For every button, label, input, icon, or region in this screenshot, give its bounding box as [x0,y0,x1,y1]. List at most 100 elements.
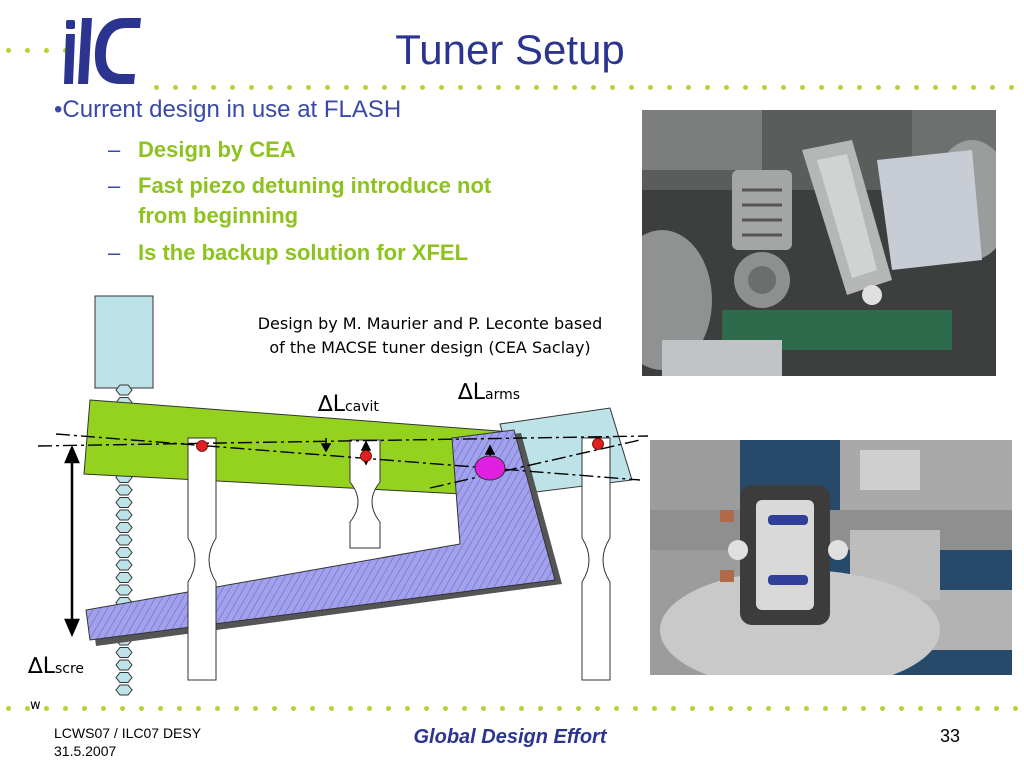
sub-bullet-text: Fast piezo detuning introduce not [138,173,492,198]
header-dotted-line [148,85,1024,93]
footer-organization: Global Design Effort [413,726,607,748]
dot [500,706,505,711]
dot [876,85,881,90]
dot [861,706,866,711]
tuner-cad-render-icon [650,440,1012,675]
dot [838,85,843,90]
screw-thread-segment [115,559,133,571]
dot [956,706,961,711]
dot [671,706,676,711]
dot [933,85,938,90]
dot [686,85,691,90]
screw-thread-segment [115,534,133,546]
dot [215,706,220,711]
left-flex-hinge [187,437,217,681]
screw-thread-segment [115,547,133,558]
green-lever [83,399,513,497]
dot [101,706,106,711]
dot [804,706,809,711]
dot [401,85,406,90]
screw-thread-segment [115,659,133,671]
dash-marker: – [108,240,121,265]
delta-l-cavity-label: ∆Lcavit [318,392,379,417]
dot [230,85,235,90]
screw-thread-segment [115,384,133,396]
dot [329,706,334,711]
dot [914,85,919,90]
top-dotted-line [0,48,70,56]
dot [952,85,957,90]
dot [994,706,999,711]
screw-thread-segment [115,497,133,508]
dot [462,706,467,711]
dot [154,85,159,90]
dot [899,706,904,711]
dot [690,706,695,711]
dot [44,706,49,711]
screw-thread-segment [115,509,133,521]
bullet-main: •Current design in use at FLASH [54,96,402,123]
dot [591,85,596,90]
dot [648,85,653,90]
dot [1013,706,1018,711]
footer-conference: LCWS07 / ILC07 DESY 31.5.2007 [54,724,201,760]
dot [211,85,216,90]
dot [895,85,900,90]
dot [25,48,30,53]
dot [971,85,976,90]
dot [800,85,805,90]
dot [25,706,30,711]
dot [496,85,501,90]
sub-bullet-text: Design by CEA [138,137,296,162]
dot [785,706,790,711]
dot [458,85,463,90]
dot [880,706,885,711]
tuner-photo [642,110,996,376]
page-number: 33 [939,726,960,746]
dot [477,85,482,90]
dot [1009,85,1014,90]
dot [420,85,425,90]
diagram-caption: Design by M. Maurier and P. Leconte base… [224,312,636,360]
tuner-schematic [37,295,649,696]
dot [553,85,558,90]
dot [576,706,581,711]
dot [139,706,144,711]
sub-bullet-text: Is the backup solution for XFEL [138,240,469,265]
dot [234,706,239,711]
dot [572,85,577,90]
dot [268,85,273,90]
dot [975,706,980,711]
center-flex-hinge [349,439,381,549]
motor-block [94,295,154,389]
displacement-arrows [64,444,80,638]
dash-marker: – [108,173,121,198]
dot [610,85,615,90]
dot [196,706,201,711]
caption-line-1: Design by M. Maurier and P. Leconte base… [257,314,603,333]
dot [538,706,543,711]
dot [82,706,87,711]
dot [363,85,368,90]
dot [595,706,600,711]
dot [728,706,733,711]
dot [842,706,847,711]
dash-marker: – [108,137,121,162]
dot [724,85,729,90]
dot [819,85,824,90]
dot [405,706,410,711]
dot [6,706,11,711]
dot [348,706,353,711]
dot [534,85,539,90]
dot [823,706,828,711]
delta-l-screw-label: ∆Lscre [28,654,85,679]
dot [367,706,372,711]
delta-l-screw-label-tail: w [30,698,41,713]
dot [781,85,786,90]
dot [857,85,862,90]
screw-thread-segment [115,672,133,683]
dot [63,706,68,711]
dot [629,85,634,90]
dot [44,48,49,53]
page-title: Tuner Setup [395,26,625,73]
